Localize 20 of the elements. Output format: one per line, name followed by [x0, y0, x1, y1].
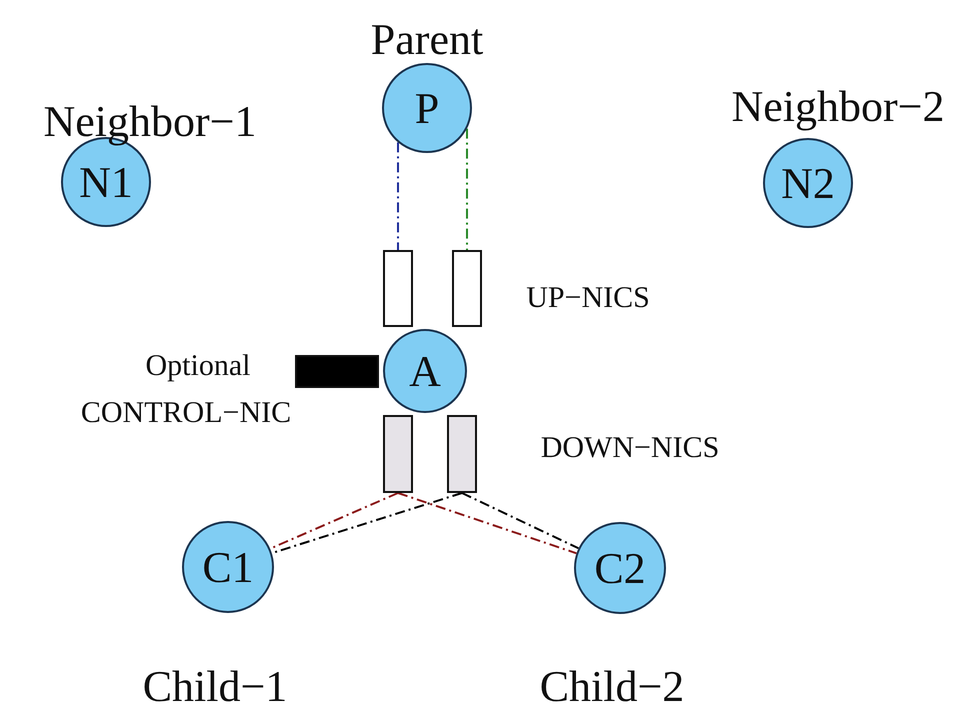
control-nic-bar — [295, 355, 379, 388]
node-label: N1 — [79, 156, 133, 208]
nic-rectangle — [447, 415, 477, 493]
node-caption: Child−2 — [540, 665, 684, 709]
nic-rectangle — [383, 250, 413, 327]
nic-rectangle — [452, 250, 482, 327]
node-label: A — [409, 346, 441, 396]
node-caption: Neighbor−1 — [44, 100, 256, 144]
node-label: C2 — [594, 542, 646, 594]
node-label: N2 — [781, 158, 835, 208]
node-label: P — [414, 82, 440, 134]
label: DOWN−NICS — [540, 433, 720, 463]
node-caption: Neighbor−2 — [732, 85, 944, 129]
nic-rectangle — [383, 415, 413, 493]
label: CONTROL−NIC — [80, 398, 292, 428]
node-caption: Child−1 — [142, 665, 288, 709]
label: Optional — [146, 351, 250, 381]
label: UP−NICS — [526, 283, 650, 313]
node-label: C1 — [202, 542, 254, 592]
node-caption: Parent — [370, 18, 484, 62]
